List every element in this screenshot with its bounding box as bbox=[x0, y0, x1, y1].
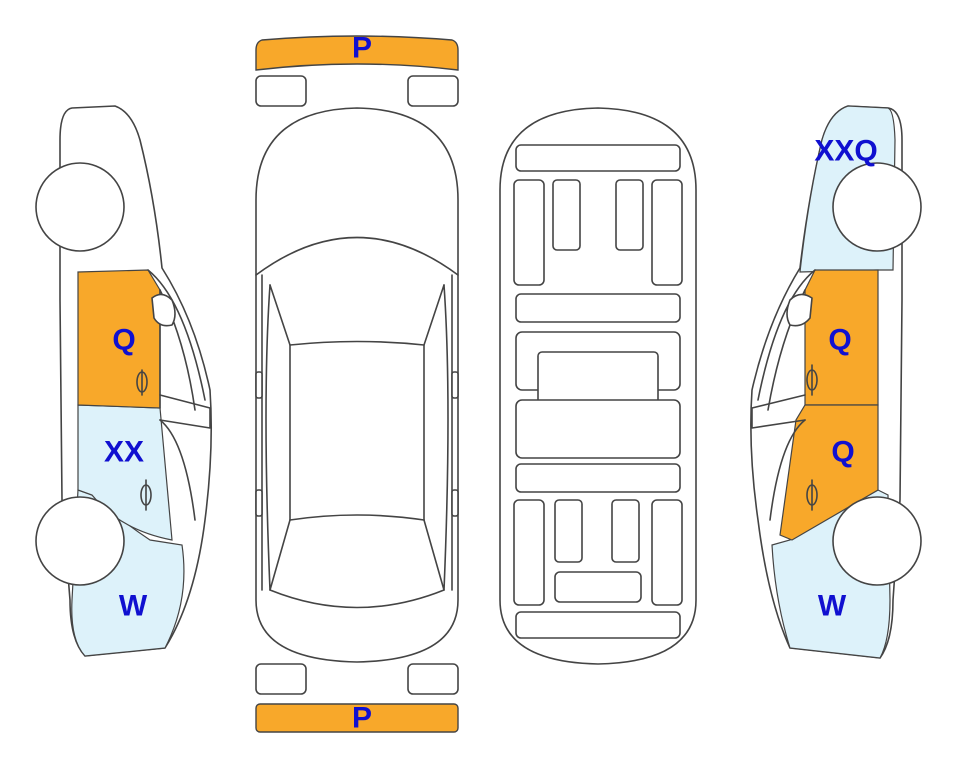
right-rear-door-label: Q bbox=[831, 436, 854, 469]
left-door-handles bbox=[136, 369, 152, 511]
top-view-body bbox=[255, 107, 459, 663]
left-front-door-label: Q bbox=[112, 324, 135, 357]
rear-bumper-label: P bbox=[352, 702, 372, 735]
left-rear-wheel bbox=[35, 496, 125, 586]
right-front-door-label: Q bbox=[828, 324, 851, 357]
right-rear-wheel bbox=[832, 496, 922, 586]
left-rear-door-label: XX bbox=[104, 436, 144, 469]
left-side-view: Q XX W bbox=[35, 105, 213, 657]
right-side-view: XXQ Q Q W bbox=[750, 105, 922, 659]
top-view: P P bbox=[255, 32, 459, 735]
right-rear-door-panel[interactable] bbox=[779, 404, 879, 541]
right-rear-quarter-label: W bbox=[818, 590, 847, 623]
left-rear-quarter-label: W bbox=[119, 590, 148, 623]
front-bumper-panel[interactable] bbox=[255, 35, 459, 71]
front-bumper-label: P bbox=[352, 32, 372, 65]
underbody-view bbox=[499, 107, 697, 665]
left-rear-door-panel[interactable] bbox=[77, 404, 173, 541]
rear-bumper-panel[interactable] bbox=[255, 703, 459, 733]
right-door-handles bbox=[806, 364, 818, 511]
left-front-wheel bbox=[35, 162, 125, 252]
right-front-quarter-label: XXQ bbox=[814, 135, 877, 168]
right-front-wheel bbox=[832, 162, 922, 252]
